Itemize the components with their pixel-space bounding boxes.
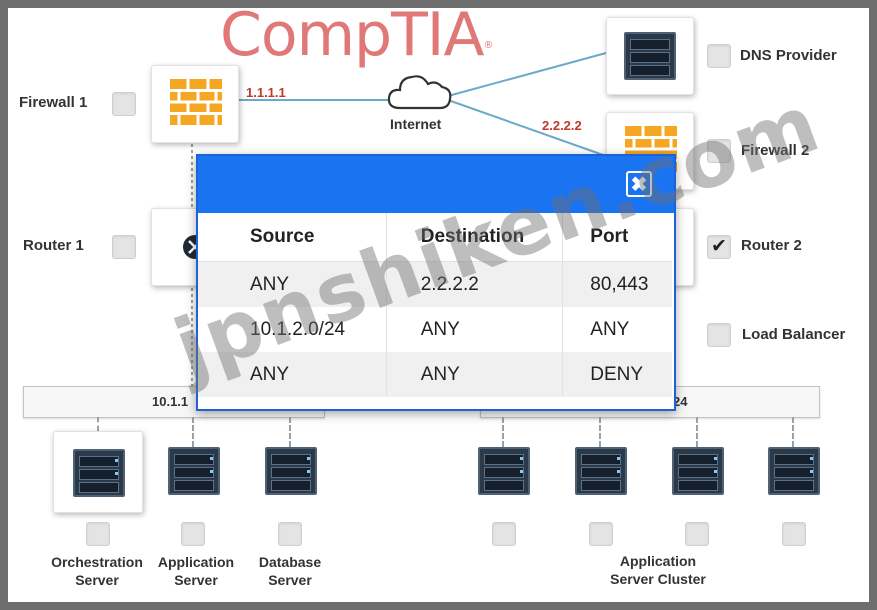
cell-destination: ANY <box>385 352 563 397</box>
firewall2-label: Firewall 2 <box>741 142 810 159</box>
firewall2-checkbox[interactable] <box>707 139 731 163</box>
cluster-server-rack-icon[interactable] <box>672 447 724 495</box>
rules-table: Source Destination Port ANY 2.2.2.2 80,4… <box>198 213 672 397</box>
firewall-rules-dialog: ✖ Source Destination Port ANY 2.2.2.2 80… <box>196 154 676 411</box>
database-server-rack-icon[interactable] <box>265 447 317 495</box>
internet-dns-link <box>447 52 607 97</box>
router1-label: Router 1 <box>23 237 84 254</box>
cell-port: ANY <box>562 307 672 352</box>
firewall-brick-icon <box>170 79 222 125</box>
column-header-source: Source <box>198 213 387 262</box>
cluster-server-rack-icon[interactable] <box>768 447 820 495</box>
column-header-port: Port <box>562 213 672 262</box>
column-header-destination: Destination <box>385 213 563 262</box>
table-row[interactable]: ANY ANY DENY <box>198 352 672 397</box>
server-rack-icon <box>624 32 676 80</box>
cloud-icon <box>387 75 452 110</box>
dns-provider-device[interactable] <box>606 17 694 95</box>
table-header-row: Source Destination Port <box>198 213 672 262</box>
cell-destination: ANY <box>385 307 563 352</box>
dialog-header: ✖ <box>198 156 674 213</box>
orchestration-server-checkbox[interactable] <box>86 522 110 546</box>
close-icon[interactable]: ✖ <box>626 171 652 197</box>
firewall1-ip-label: 1.1.1.1 <box>246 85 286 100</box>
database-server-checkbox[interactable] <box>278 522 302 546</box>
cell-source: ANY <box>198 352 387 397</box>
drop-line <box>289 417 291 447</box>
internet-firewall2-link <box>447 99 607 157</box>
cluster-server-rack-icon[interactable] <box>575 447 627 495</box>
router2-checkbox[interactable] <box>707 235 731 259</box>
subnet-left-label: 10.1.1 <box>152 394 189 409</box>
router2-label: Router 2 <box>741 237 802 254</box>
cluster-server-1-checkbox[interactable] <box>492 522 516 546</box>
drop-line <box>792 417 794 447</box>
cluster-server-4-checkbox[interactable] <box>782 522 806 546</box>
connection-lines <box>191 52 607 386</box>
table-row[interactable]: 10.1.2.0/24 ANY ANY <box>198 307 672 352</box>
drop-line <box>97 417 99 431</box>
firewall2-ip-label: 2.2.2.2 <box>542 118 582 133</box>
server-rack-icon <box>73 449 125 497</box>
diagram-canvas: CompTIA® Internet 1.1.1.1 2.2.2.2 Firewa… <box>8 8 869 602</box>
internet-label: Internet <box>390 116 442 132</box>
application-server-rack-icon[interactable] <box>168 447 220 495</box>
firewall1-label: Firewall 1 <box>19 94 88 111</box>
drop-line <box>502 417 504 447</box>
drop-line <box>192 417 194 447</box>
cluster-server-rack-icon[interactable] <box>478 447 530 495</box>
dns-provider-label: DNS Provider <box>740 47 837 64</box>
cluster-server-2-checkbox[interactable] <box>589 522 613 546</box>
cell-port: 80,443 <box>562 261 672 307</box>
cell-port: DENY <box>562 352 672 397</box>
cluster-server-3-checkbox[interactable] <box>685 522 709 546</box>
drop-line <box>599 417 601 447</box>
cell-source: ANY <box>198 261 387 307</box>
dns-provider-checkbox[interactable] <box>707 44 731 68</box>
drop-line <box>696 417 698 447</box>
firewall1-device[interactable] <box>151 65 239 143</box>
application-server-checkbox[interactable] <box>181 522 205 546</box>
subnet-right-label: 24 <box>673 394 688 409</box>
cell-destination: 2.2.2.2 <box>385 261 563 307</box>
cell-source: 10.1.2.0/24 <box>250 318 346 340</box>
firewall1-checkbox[interactable] <box>112 92 136 116</box>
comptia-logo: CompTIA® <box>220 8 494 70</box>
router1-checkbox[interactable] <box>112 235 136 259</box>
load-balancer-label: Load Balancer <box>742 326 846 343</box>
orchestration-server-device[interactable] <box>53 431 143 513</box>
load-balancer-checkbox[interactable] <box>707 323 731 347</box>
table-row[interactable]: ANY 2.2.2.2 80,443 <box>198 261 672 307</box>
